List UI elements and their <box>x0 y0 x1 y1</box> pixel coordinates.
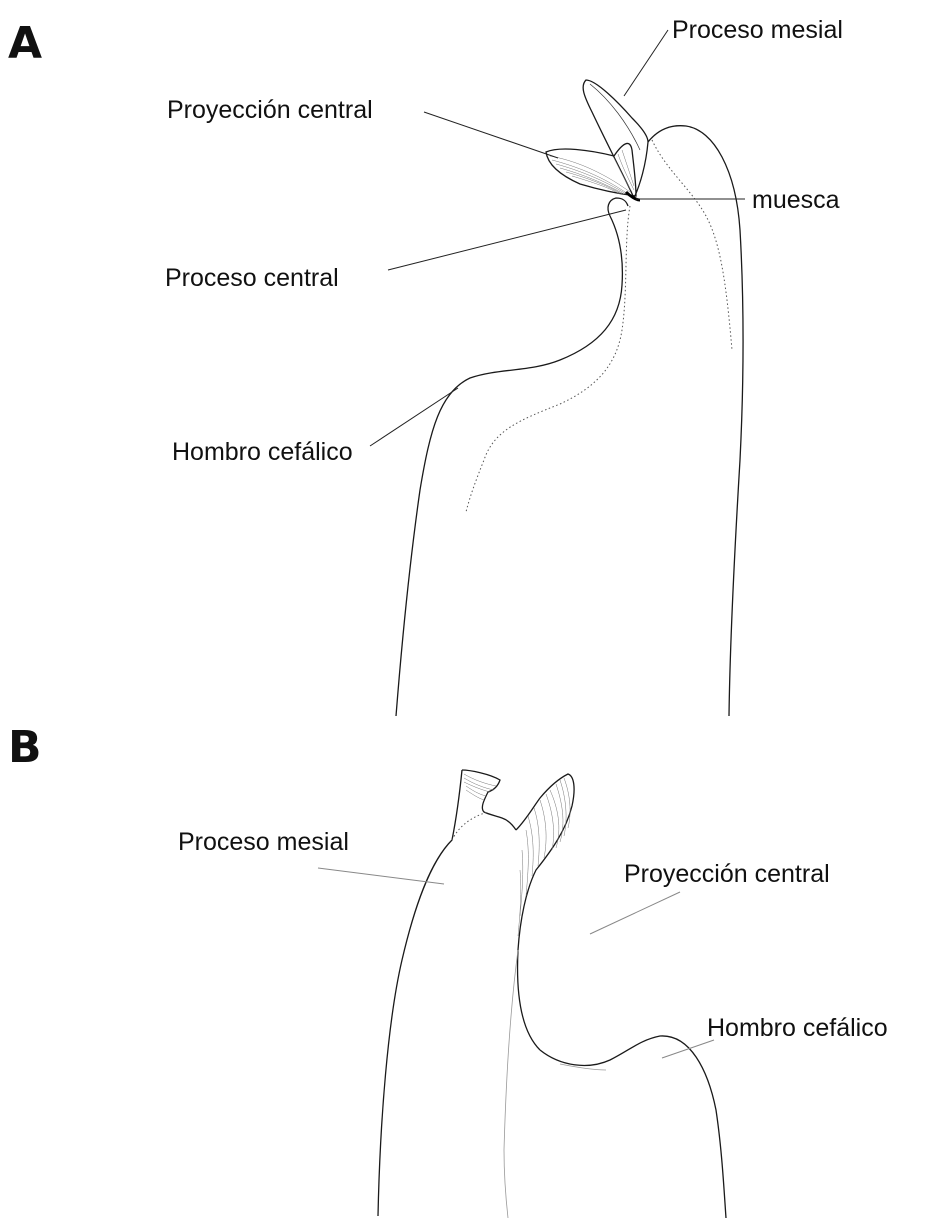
panel-a-dotted-inner-right <box>652 140 732 350</box>
panel-a-label-hombro-cefalico: Hombro cefálico <box>172 440 353 465</box>
panel-b-drawing <box>378 770 726 1218</box>
panel-b-inner-faint-line <box>504 950 518 1218</box>
panel-a-label-proyeccion-central: Proyección central <box>167 98 373 123</box>
panel-a-leader-lines <box>370 30 745 446</box>
panel-b-left-outline <box>378 770 462 1216</box>
panel-a-mesial-inner-line <box>590 84 640 150</box>
panel-a-mesial-process <box>583 80 648 198</box>
panel-b-mesial-process <box>462 770 516 830</box>
panel-a-label-proceso-central: Proceso central <box>165 266 339 291</box>
panel-a-left-outline <box>396 216 622 716</box>
panel-b-label-proyeccion-central: Proyección central <box>624 862 830 887</box>
panel-a-right-outline <box>648 126 743 716</box>
panel-b-dotted-mesial <box>452 812 488 840</box>
panel-a-label-proceso-mesial: Proceso mesial <box>672 18 843 43</box>
panel-a-drawing <box>396 80 743 716</box>
panel-a-dotted-inner-left <box>466 206 630 512</box>
panel-a-label-muesca: muesca <box>752 188 840 213</box>
panel-b-label-proceso-mesial: Proceso mesial <box>178 830 349 855</box>
panel-b-mesial-hatching <box>464 774 496 800</box>
panel-b-projection-hatching <box>518 778 570 936</box>
panel-b-central-projection <box>516 774 574 1050</box>
panel-b-shoulder-outline <box>540 1036 726 1218</box>
panel-b-label-hombro-cefalico: Hombro cefálico <box>707 1016 888 1041</box>
